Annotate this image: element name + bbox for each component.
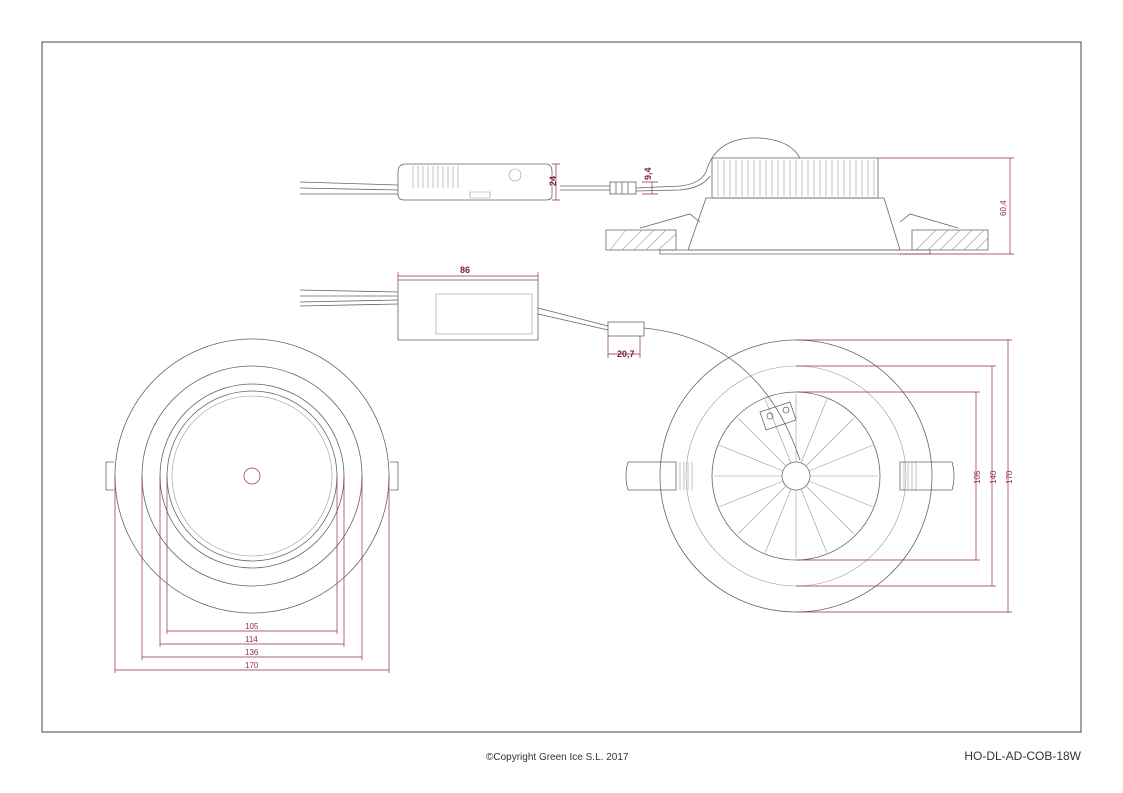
dim-driver-height: 24 [548,176,558,186]
dim-back-170: 170 [1005,470,1014,484]
front-view: 105 114 136 170 [105,338,399,673]
driver-top-view: 86 20,7 [299,265,801,461]
driver-side-view: 24 [299,163,560,201]
dim-luminaire-height: 60,4 [999,200,1008,216]
dim-driver-length: 86 [460,265,470,275]
dim-front-114: 114 [245,635,258,644]
dim-front-170: 170 [245,661,259,670]
luminaire-side-view: 9,4 60,4 [560,137,1014,255]
dim-connector-length: 20,7 [617,349,635,359]
model-code: HO-DL-AD-COB-18W [964,749,1081,763]
dim-front-136: 136 [245,648,259,657]
drawing-frame [41,41,1082,733]
dim-back-105: 105 [973,470,982,484]
dim-back-140: 140 [989,470,998,484]
copyright-text: ©Copyright Green Ice S.L. 2017 [486,752,629,763]
back-view: 105 140 170 [625,339,1014,613]
dim-connector-height: 9,4 [643,167,653,180]
dim-front-105: 105 [245,622,259,631]
